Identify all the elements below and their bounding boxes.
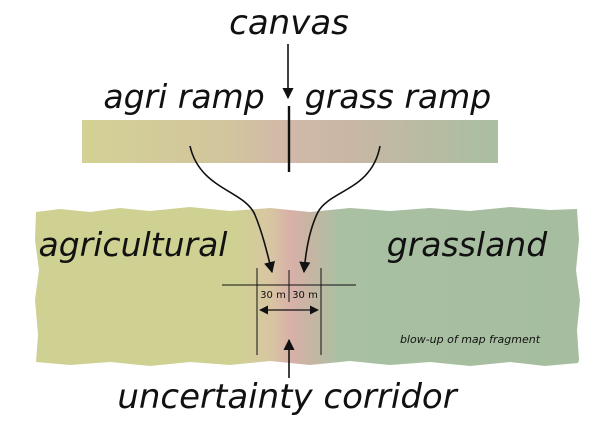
grass-arrow — [299, 145, 381, 274]
map-fragment — [35, 207, 580, 366]
grass-ramp-label: grass ramp — [305, 77, 492, 116]
agri-ramp-label: agri ramp — [103, 77, 264, 116]
width-right-label: 30 m — [292, 290, 318, 301]
blowup-note: blow-up of map fragment — [400, 333, 541, 346]
agricultural-label: agricultural — [39, 225, 228, 264]
grassland-label: grassland — [387, 225, 548, 264]
corridor-label: uncertainty corridor — [117, 377, 458, 417]
agri-arrow — [189, 145, 275, 274]
canvas-label: canvas — [229, 3, 349, 43]
width-left-label: 30 m — [260, 290, 286, 301]
